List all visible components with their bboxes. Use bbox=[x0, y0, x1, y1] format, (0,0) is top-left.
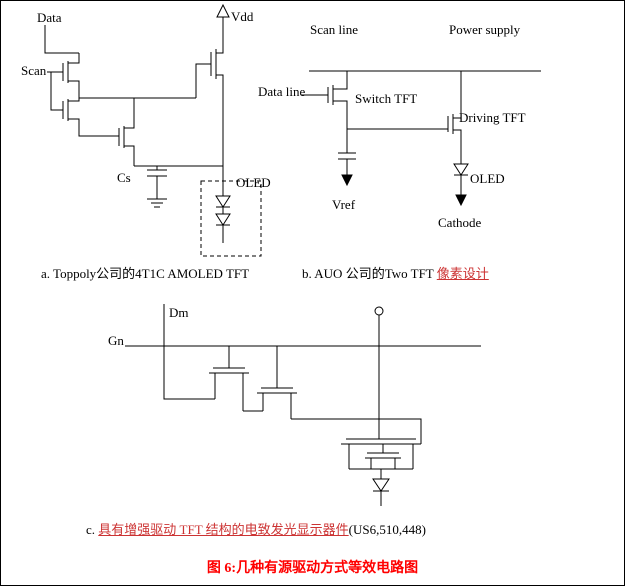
bottom-diode-icon bbox=[372, 478, 390, 492]
caption-c-prefix: c. bbox=[86, 522, 99, 537]
cathode-arrow-icon bbox=[455, 194, 467, 207]
label-gn: Gn bbox=[108, 333, 124, 348]
caption-c-suffix: (US6,510,448) bbox=[348, 522, 426, 537]
label-vdd: Vdd bbox=[231, 9, 254, 24]
label-driving-tft: Driving TFT bbox=[459, 110, 526, 125]
label-vref: Vref bbox=[332, 197, 356, 212]
oled-diode-icon bbox=[453, 163, 469, 176]
caption-circuit-b: b. AUO 公司的Two TFT 像素设计 bbox=[302, 266, 489, 282]
caption-c-link[interactable]: 具有增强驱动 TFT 结构的电致发光显示器件 bbox=[98, 522, 349, 537]
vdd-terminal-icon bbox=[216, 3, 230, 18]
label-oled-b: OLED bbox=[470, 171, 505, 186]
figure-caption: 图 6:几种有源驱动方式等效电路图 bbox=[206, 561, 419, 576]
label-switch-tft: Switch TFT bbox=[355, 91, 418, 106]
vref-arrow-icon bbox=[341, 174, 353, 187]
oled-dashed-box bbox=[200, 180, 262, 257]
label-power-supply: Power supply bbox=[449, 22, 521, 37]
oled-diode-1-icon bbox=[215, 195, 231, 208]
label-scan: Scan bbox=[21, 63, 47, 78]
caption-circuit-c: c. 具有增强驱动 TFT 结构的电致发光显示器件(US6,510,448) bbox=[86, 522, 426, 538]
caption-b-link[interactable]: 像素设计 bbox=[436, 266, 489, 281]
label-oled-a: OLED bbox=[236, 175, 271, 190]
oled-diode-2-icon bbox=[215, 213, 231, 226]
caption-b-text: b. AUO 公司的Two TFT bbox=[302, 266, 437, 281]
caption-circuit-a: a. Toppoly公司的4T1C AMOLED TFT bbox=[41, 266, 249, 282]
circuit-b-wires bbox=[301, 70, 541, 207]
label-dm: Dm bbox=[169, 305, 189, 320]
label-data: Data bbox=[37, 10, 62, 25]
label-cs: Cs bbox=[117, 170, 131, 185]
circuit-a-wires bbox=[44, 3, 262, 257]
label-cathode: Cathode bbox=[438, 215, 482, 230]
label-scan-line: Scan line bbox=[310, 22, 359, 37]
output-terminal-icon bbox=[374, 306, 384, 316]
caption-a-text: a. Toppoly公司的4T1C AMOLED TFT bbox=[41, 266, 250, 281]
circuit-c-wires bbox=[125, 304, 481, 506]
label-data-line: Data line bbox=[258, 84, 306, 99]
